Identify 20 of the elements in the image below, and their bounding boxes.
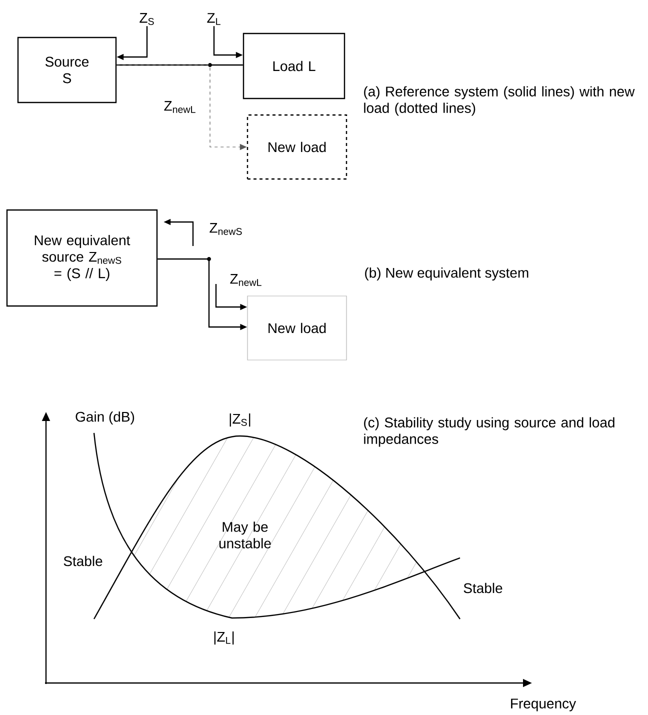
region-label: Stable (464, 582, 502, 594)
source-box: New equivalent source Z$_{newS}$ = (S // L) (6, 209, 158, 307)
impedance-label: Z$_{newL}$ (230, 274, 262, 286)
curve-label: |Z$_{S}$| (230, 413, 250, 427)
region-label: Stable (64, 556, 102, 566)
caption: (a) Reference system (solid lines) with new load (dotted lines) (364, 86, 635, 116)
impedance-label: Z$_{newS}$ (210, 223, 242, 235)
edge-label: Z$_{newL}$ (164, 101, 196, 113)
axis-label: Frequency (511, 698, 576, 712)
caption: (c) Stability study using source and load impedances (364, 417, 614, 447)
axis-label: Gain (dB) (76, 411, 134, 425)
new-load-box: New load (247, 296, 347, 360)
source-box: Source S (17, 36, 117, 104)
impedance-label: Z$_{L}$ (207, 13, 220, 25)
new-load-box: New load (246, 114, 348, 180)
load-box: Load L (242, 32, 346, 100)
region-label: May be unstable (219, 522, 271, 548)
impedance-label: Z$_{S}$ (140, 13, 154, 25)
caption: (b) New equivalent system (365, 267, 528, 281)
curve-label: |Z$_{L}$| (214, 631, 234, 645)
